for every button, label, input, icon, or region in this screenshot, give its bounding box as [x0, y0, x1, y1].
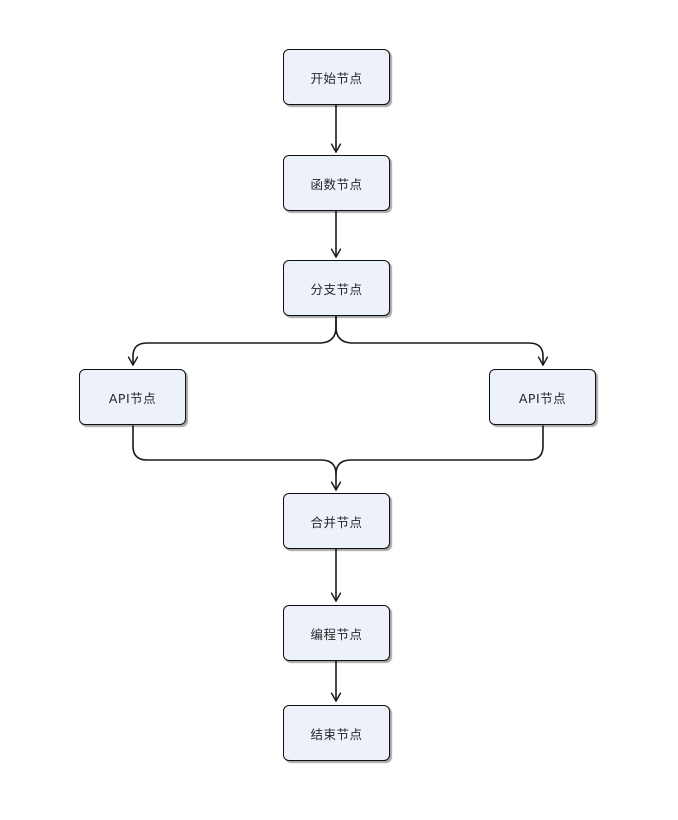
node-start-label: 开始节点 [310, 70, 363, 86]
edge-api-left-merge [132, 425, 342, 491]
node-program[interactable]: 编程节点 [283, 605, 390, 661]
edge-api-right-merge [335, 425, 544, 475]
node-end[interactable]: 结束节点 [283, 705, 390, 761]
edge-branch-api-left [127, 315, 337, 366]
node-end-label: 结束节点 [310, 726, 363, 742]
node-merge[interactable]: 合并节点 [283, 493, 390, 549]
node-program-label: 编程节点 [310, 626, 363, 642]
node-branch[interactable]: 分支节点 [283, 260, 390, 316]
node-function-label: 函数节点 [310, 176, 363, 192]
node-api-left-label: API节点 [108, 390, 157, 406]
node-api-right-label: API节点 [518, 390, 567, 406]
edge-branch-api-right [335, 315, 549, 366]
node-branch-label: 分支节点 [310, 281, 363, 297]
node-start[interactable]: 开始节点 [283, 49, 390, 105]
node-merge-label: 合并节点 [310, 514, 363, 530]
node-function[interactable]: 函数节点 [283, 155, 390, 211]
node-api-right[interactable]: API节点 [489, 369, 596, 425]
node-api-left[interactable]: API节点 [79, 369, 186, 425]
